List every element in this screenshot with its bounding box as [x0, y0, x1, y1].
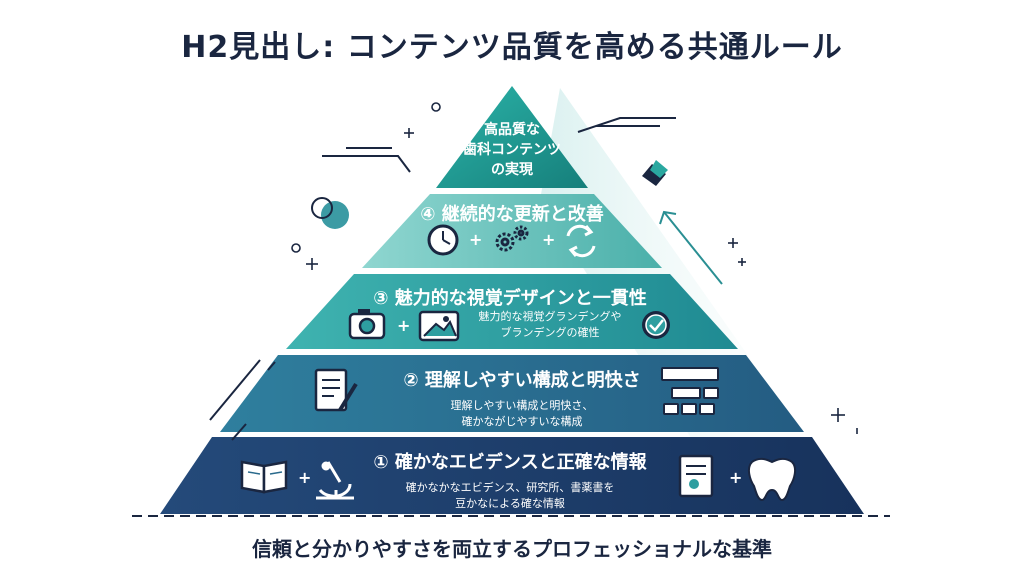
tier-3 [286, 274, 738, 349]
report-icon [678, 454, 714, 498]
diamond-decoration [642, 160, 668, 186]
tier-1-subtitle-line-2: 豆かなによる確な情報 [455, 497, 565, 510]
plus-sign: + [397, 316, 411, 335]
tier-2-title: ② 理解しやすい構成と明快さ [403, 370, 641, 391]
plus-sign: + [469, 230, 483, 249]
clock-icon [427, 224, 459, 256]
gears-icon [495, 225, 529, 252]
document-pen-icon [314, 368, 358, 412]
plus-sign: + [298, 468, 312, 487]
tier-3-label: ③ 魅力的な視覚デザインと一貫性 [360, 284, 660, 310]
apex-line-3: の実現 [491, 162, 533, 178]
tier-1-label: ① 確かなエビデンスと正確な情報 確かなかなエビデンス、研究所、書薬書を 豆かな… [360, 448, 660, 512]
sparkle-decorations [306, 128, 858, 434]
apex-line-1: 高品質な [484, 122, 540, 138]
tier-2-subtitle-line-1: 理解しやすい構成と明快さ、 [450, 399, 594, 412]
camera-icon [348, 309, 386, 340]
plus-sign: + [542, 230, 556, 249]
apex-label: 高品質な 歯科コンテンツ の実現 [452, 120, 572, 180]
tier-1-title: ① 確かなエビデンスと正確な情報 [373, 452, 647, 473]
tier-3-subtitle-line-1: 魅力的な視覚グランデングや [478, 310, 622, 323]
decoration-lines-left [209, 147, 411, 441]
apex-tier [436, 86, 588, 188]
footer-caption: 信頼と分かりやすさを両立するプロフェッショナルな基準 [252, 537, 772, 561]
microscope-icon [316, 461, 354, 500]
page-title: H2見出し: コンテンツ品質を高める共通ルール [181, 30, 843, 65]
decoration-arrow [659, 210, 723, 285]
tier-2-label: ② 理解しやすい構成と明快さ 理解しやすい構成と明快さ、 確かながじやすいな構成 [382, 366, 662, 430]
decoration-lines-right [577, 117, 676, 133]
tooth-icon [747, 457, 797, 502]
check-badge-icon [642, 311, 670, 339]
circle-decoration [291, 102, 441, 253]
tier-3-subtitle-line-2: ブランデングの確性 [500, 326, 600, 339]
plus-sign: + [729, 468, 743, 487]
tier-4-title: ④ 継続的な更新と改善 [420, 204, 604, 225]
tier-3-title: ③ 魅力的な視覚デザインと一貫性 [373, 288, 647, 309]
book-icon [240, 460, 288, 494]
tier-2 [220, 355, 804, 432]
image-icon [418, 310, 460, 342]
refresh-icon [566, 224, 596, 258]
tier-3-subtitle: 魅力的な視覚グランデングや ブランデングの確性 [470, 309, 630, 341]
tier-4-label: ④ 継続的な更新と改善 [412, 200, 612, 226]
flowchart-icon [661, 367, 719, 415]
tier-2-subtitle-line-2: 確かながじやすいな構成 [461, 415, 583, 428]
tier-1-subtitle-line-1: 確かなかなエビデンス、研究所、書薬書を [405, 481, 615, 494]
apex-line-2: 歯科コンテンツ [463, 142, 561, 158]
